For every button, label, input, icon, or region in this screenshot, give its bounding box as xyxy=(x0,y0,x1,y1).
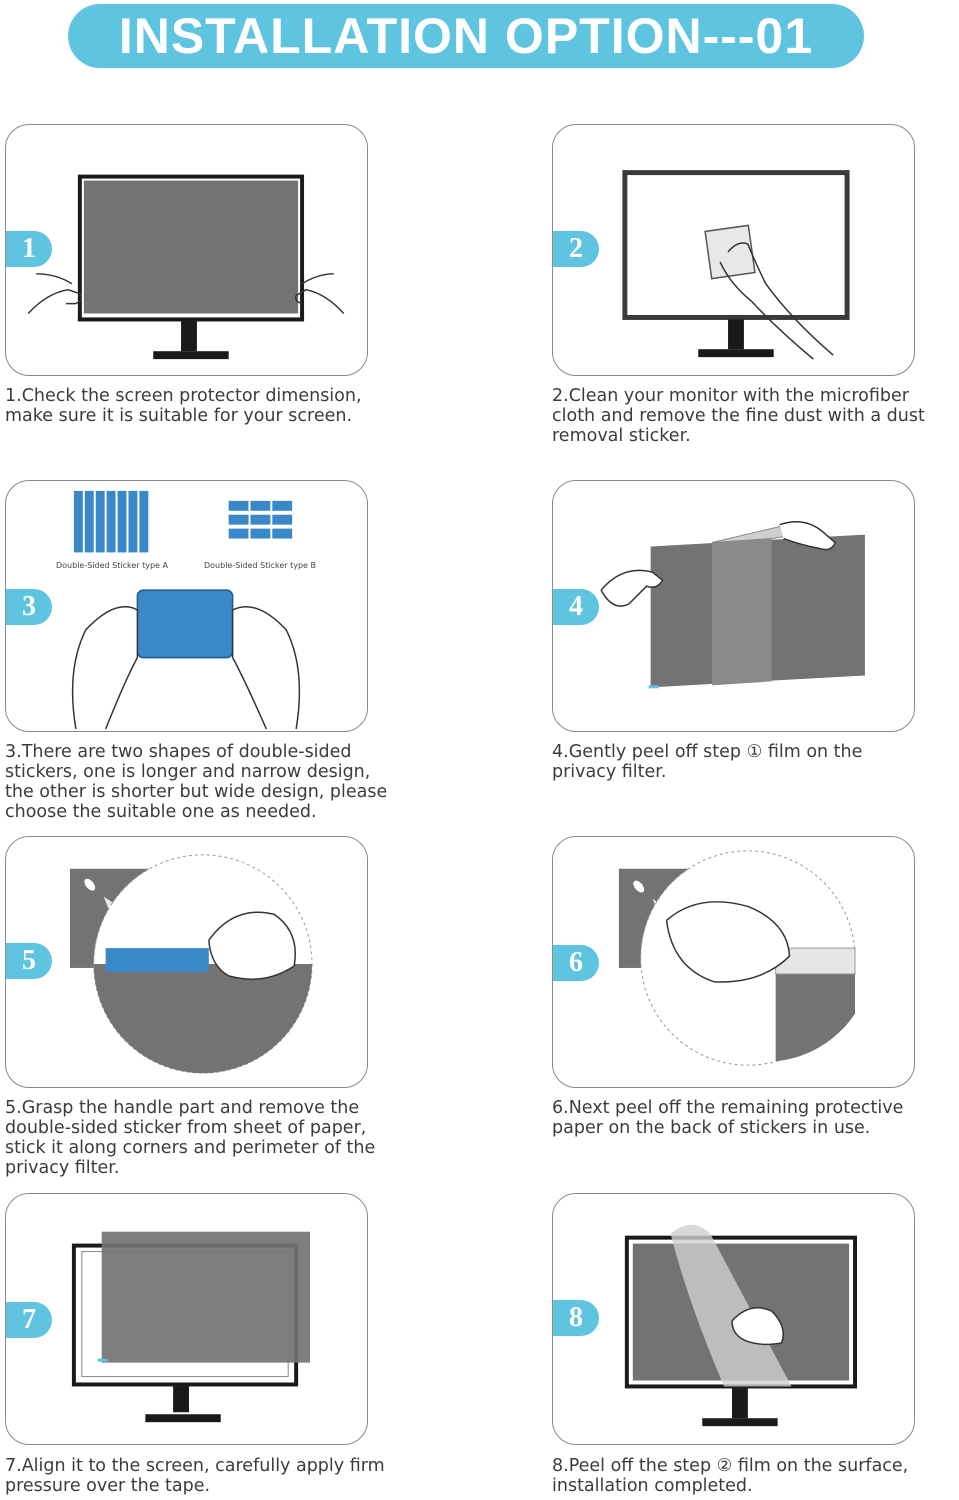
step-number-badge: 1 xyxy=(6,231,52,267)
step-number-badge: 6 xyxy=(553,945,599,981)
step-8-illustration: 8 xyxy=(552,1193,915,1445)
step-2-illustration: 2 xyxy=(552,124,915,376)
step-6-illustration: 6 xyxy=(552,836,915,1088)
step-2-caption: 2.Clean your monitor with the microfiber… xyxy=(552,386,925,446)
step-number-badge: 8 xyxy=(553,1300,599,1336)
step-number-badge: 4 xyxy=(553,589,599,625)
step-number-badge: 5 xyxy=(6,943,52,979)
final-peel-drawing xyxy=(624,1224,858,1427)
cleaning-monitor-drawing xyxy=(622,170,850,360)
step-1-illustration: 1 xyxy=(5,124,368,376)
applying-sticker-drawing xyxy=(69,854,313,1074)
sticker-type-a-label: Double-Sided Sticker type A xyxy=(56,561,168,570)
step-4-illustration: 4 xyxy=(552,480,915,732)
step-number-badge: 3 xyxy=(6,589,52,625)
step-number-badge: 2 xyxy=(553,231,599,267)
title-banner: INSTALLATION OPTION---01 xyxy=(68,4,864,68)
page-title: INSTALLATION OPTION---01 xyxy=(118,8,814,64)
step-3-caption: 3.There are two shapes of double-sided s… xyxy=(5,742,388,822)
step-3-illustration: Double-Sided Sticker type A Double-Sided… xyxy=(5,480,368,732)
step-7-caption: 7.Align it to the screen, carefully appl… xyxy=(5,1456,385,1496)
step-4-caption: 4.Gently peel off step ① film on the pri… xyxy=(552,742,863,782)
step-5-illustration: 5 xyxy=(5,836,368,1088)
aligning-filter-drawing xyxy=(71,1231,311,1423)
peeling-film-drawing xyxy=(600,521,865,689)
sticker-type-b-label: Double-Sided Sticker type B xyxy=(204,561,316,570)
step-number-badge: 7 xyxy=(6,1302,52,1338)
step-7-illustration: 7 xyxy=(5,1193,368,1445)
peeling-backing-drawing xyxy=(618,850,856,1066)
step-6-caption: 6.Next peel off the remaining protective… xyxy=(552,1098,904,1138)
stickers-drawing xyxy=(71,490,301,730)
monitor-with-filter-drawing xyxy=(27,174,345,360)
step-1-caption: 1.Check the screen protector dimension, … xyxy=(5,386,362,426)
step-5-caption: 5.Grasp the handle part and remove the d… xyxy=(5,1098,376,1178)
step-8-caption: 8.Peel off the step ② film on the surfac… xyxy=(552,1456,909,1496)
